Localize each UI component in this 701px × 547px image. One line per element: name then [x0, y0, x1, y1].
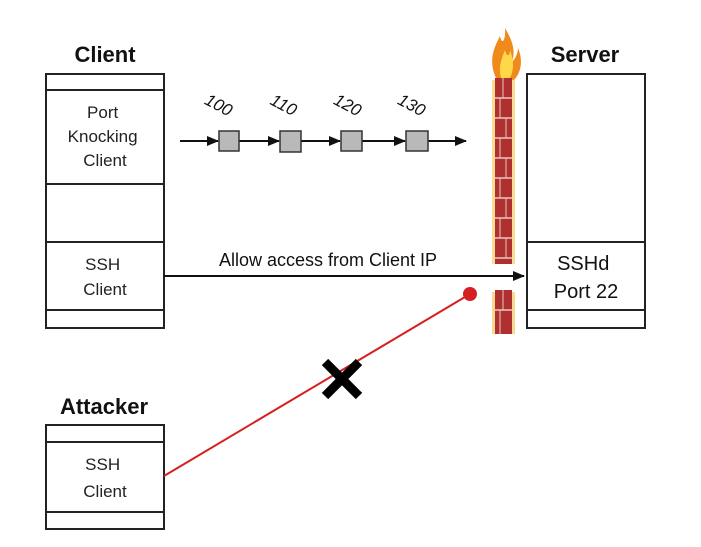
attacker-box — [45, 424, 165, 530]
server-box — [526, 73, 646, 329]
knock-client-label: Port Knocking Client — [68, 103, 143, 170]
firewall — [492, 28, 521, 334]
x-mark-icon — [321, 358, 363, 400]
client-title: Client — [74, 42, 136, 67]
attacker-ssh-label: SSH Client — [83, 455, 127, 501]
client-ssh-label: SSH Client — [83, 255, 127, 299]
server-title: Server — [551, 42, 620, 67]
blocked-endpoint-dot — [463, 287, 477, 301]
allow-access-message: Allow access from Client IP — [219, 250, 437, 270]
knock-packet — [279, 130, 302, 153]
client-box — [45, 73, 165, 329]
attack-line — [163, 293, 471, 477]
knock-packet — [218, 130, 240, 152]
knock-port-label: 130 — [395, 90, 429, 120]
knock-port-label: 100 — [202, 90, 236, 120]
knock-port-label: 110 — [267, 90, 300, 120]
brick-wall-lower — [492, 290, 515, 334]
flame-icon — [492, 28, 521, 80]
knock-packets — [218, 130, 429, 153]
knock-port-label: 120 — [331, 90, 365, 120]
brick-wall-icon — [492, 78, 515, 264]
sshd-label: SSHd Port 22 — [554, 253, 618, 303]
attacker-title: Attacker — [60, 394, 148, 419]
knock-packet — [340, 130, 363, 152]
knock-port-labels: 100 110 120 130 — [202, 90, 429, 120]
knock-packet — [405, 130, 429, 152]
